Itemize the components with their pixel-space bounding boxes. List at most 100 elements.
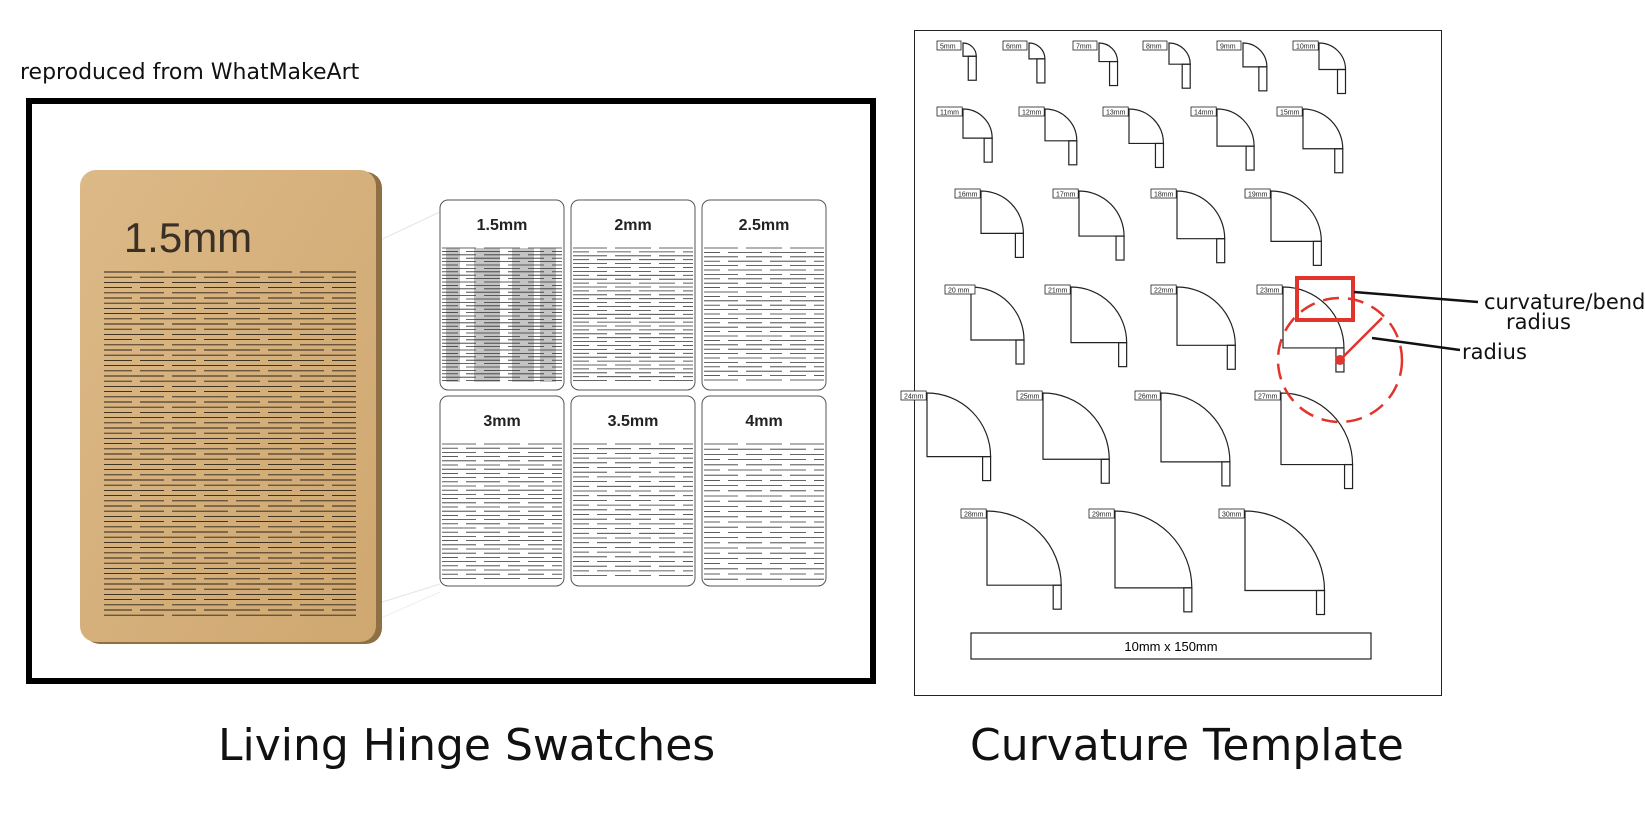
hinge-shade (512, 248, 534, 382)
bend-tab (1052, 584, 1062, 610)
swatch-card: 3.5mm (570, 395, 696, 587)
swatch-grid: 1.5mm 2mm 2.5mm 3mm 3.5mm 4mm (439, 199, 827, 587)
size-label: 11mm (940, 110, 959, 117)
size-tag (1150, 284, 1177, 295)
bend-template: 19mm (1244, 188, 1322, 266)
size-label: 28mm (964, 512, 984, 519)
bend-tab (1315, 589, 1326, 616)
quarter-arc (962, 42, 977, 57)
bend-tab (1258, 66, 1268, 92)
size-label: 19mm (1248, 192, 1268, 199)
size-tag (1142, 40, 1168, 51)
swatch-card: 4mm (701, 395, 827, 587)
bend-annotation: curvature/bend (1484, 290, 1645, 314)
hinge-shade (474, 248, 500, 382)
quarter-arc (1280, 392, 1354, 466)
size-tag (1016, 390, 1043, 401)
bend-template: 12mm (1018, 106, 1078, 166)
quarter-arc (926, 392, 992, 458)
bend-template: 25mm (1016, 390, 1110, 484)
size-label: 12mm (1022, 110, 1042, 117)
size-tag (1052, 188, 1079, 199)
swatch-label: 3mm (483, 413, 520, 430)
size-label: 10mm (1296, 44, 1316, 51)
bend-template: 6mm (1002, 40, 1046, 84)
caption-living-hinge: Living Hinge Swatches (218, 720, 716, 771)
bend-tab (1154, 142, 1165, 169)
quarter-arc (1302, 108, 1344, 150)
bend-tab (1334, 148, 1344, 174)
size-tag (954, 188, 981, 199)
bend-annotation-line2: radius (1506, 310, 1571, 334)
bend-template: 20 mm (944, 284, 1025, 365)
swatch-card: 2mm (570, 199, 696, 391)
bend-template: 29mm (1088, 508, 1193, 613)
quarter-arc (1216, 108, 1255, 147)
swatch-label: 4mm (745, 413, 782, 430)
size-tag (900, 390, 927, 401)
size-tag (1088, 508, 1115, 519)
size-tag (960, 508, 987, 519)
quarter-arc (1098, 42, 1119, 63)
size-label: 17mm (1056, 192, 1076, 199)
size-tag (1150, 188, 1177, 199)
size-label: 26mm (1138, 394, 1158, 401)
quarter-arc (1270, 190, 1322, 242)
swatch-label: 1.5mm (477, 217, 528, 234)
quarter-arc (970, 286, 1025, 341)
quarter-arc (1242, 42, 1268, 68)
size-tag (1190, 106, 1217, 117)
bend-tab (1014, 232, 1025, 258)
size-tag (1072, 40, 1098, 51)
size-label: 16mm (958, 192, 978, 199)
bend-template: 22mm (1150, 284, 1236, 370)
big-swatch-label: 1.5mm (124, 214, 252, 261)
size-tag (1018, 106, 1045, 117)
bend-tab (1015, 339, 1025, 365)
swatch-card: 2.5mm (701, 199, 827, 391)
bend-template: 16mm (954, 188, 1025, 258)
bend-template: 9mm (1216, 40, 1268, 92)
bend-template: 18mm (1150, 188, 1226, 264)
hinge-shade (540, 248, 556, 382)
quarter-arc (1176, 190, 1226, 240)
size-label: 29mm (1092, 512, 1112, 519)
bend-template: 11mm (936, 106, 993, 163)
bend-template: 24mm (900, 390, 992, 482)
bend-tab (1312, 240, 1322, 266)
size-label: 18mm (1154, 192, 1174, 199)
quarter-arc (1168, 42, 1191, 65)
strip-label: 10mm x 150mm (1124, 639, 1217, 654)
size-label: 13mm (1106, 110, 1126, 117)
hinge-shade (446, 248, 460, 382)
bend-tab (1115, 235, 1125, 261)
size-tag (1256, 284, 1283, 295)
quarter-arc (1318, 42, 1347, 71)
bend-template: 10mm (1292, 40, 1347, 95)
bend-template: 14mm (1190, 106, 1255, 171)
bend-tab (1100, 458, 1110, 484)
quarter-arc (1176, 286, 1236, 346)
bend-tab (1221, 461, 1231, 487)
size-label: 21mm (1048, 288, 1068, 295)
living-hinge-illustration: 1.5mm 1.5mm 2mm 2.5mm 3mm 3.5mm 4mm (80, 170, 827, 645)
caption-curvature-template: Curvature Template (970, 720, 1404, 771)
swatch-outline (439, 395, 565, 587)
swatch-card: 1.5mm (439, 199, 565, 391)
bend-template: 28mm (960, 508, 1062, 610)
bend-tab (1068, 140, 1078, 166)
size-label: 24mm (904, 394, 924, 401)
swatch-label: 2.5mm (739, 217, 790, 234)
size-label: 20 mm (948, 288, 970, 295)
credit-text: reproduced from WhatMakeArt (20, 60, 360, 85)
size-tag (1218, 508, 1245, 519)
swatch-label: 2mm (614, 217, 651, 234)
bend-template: 17mm (1052, 188, 1125, 261)
quarter-arc (1042, 392, 1110, 460)
size-tag (1102, 106, 1129, 117)
size-tag (1276, 106, 1303, 117)
size-tag (936, 40, 962, 51)
size-label: 14mm (1194, 110, 1214, 117)
